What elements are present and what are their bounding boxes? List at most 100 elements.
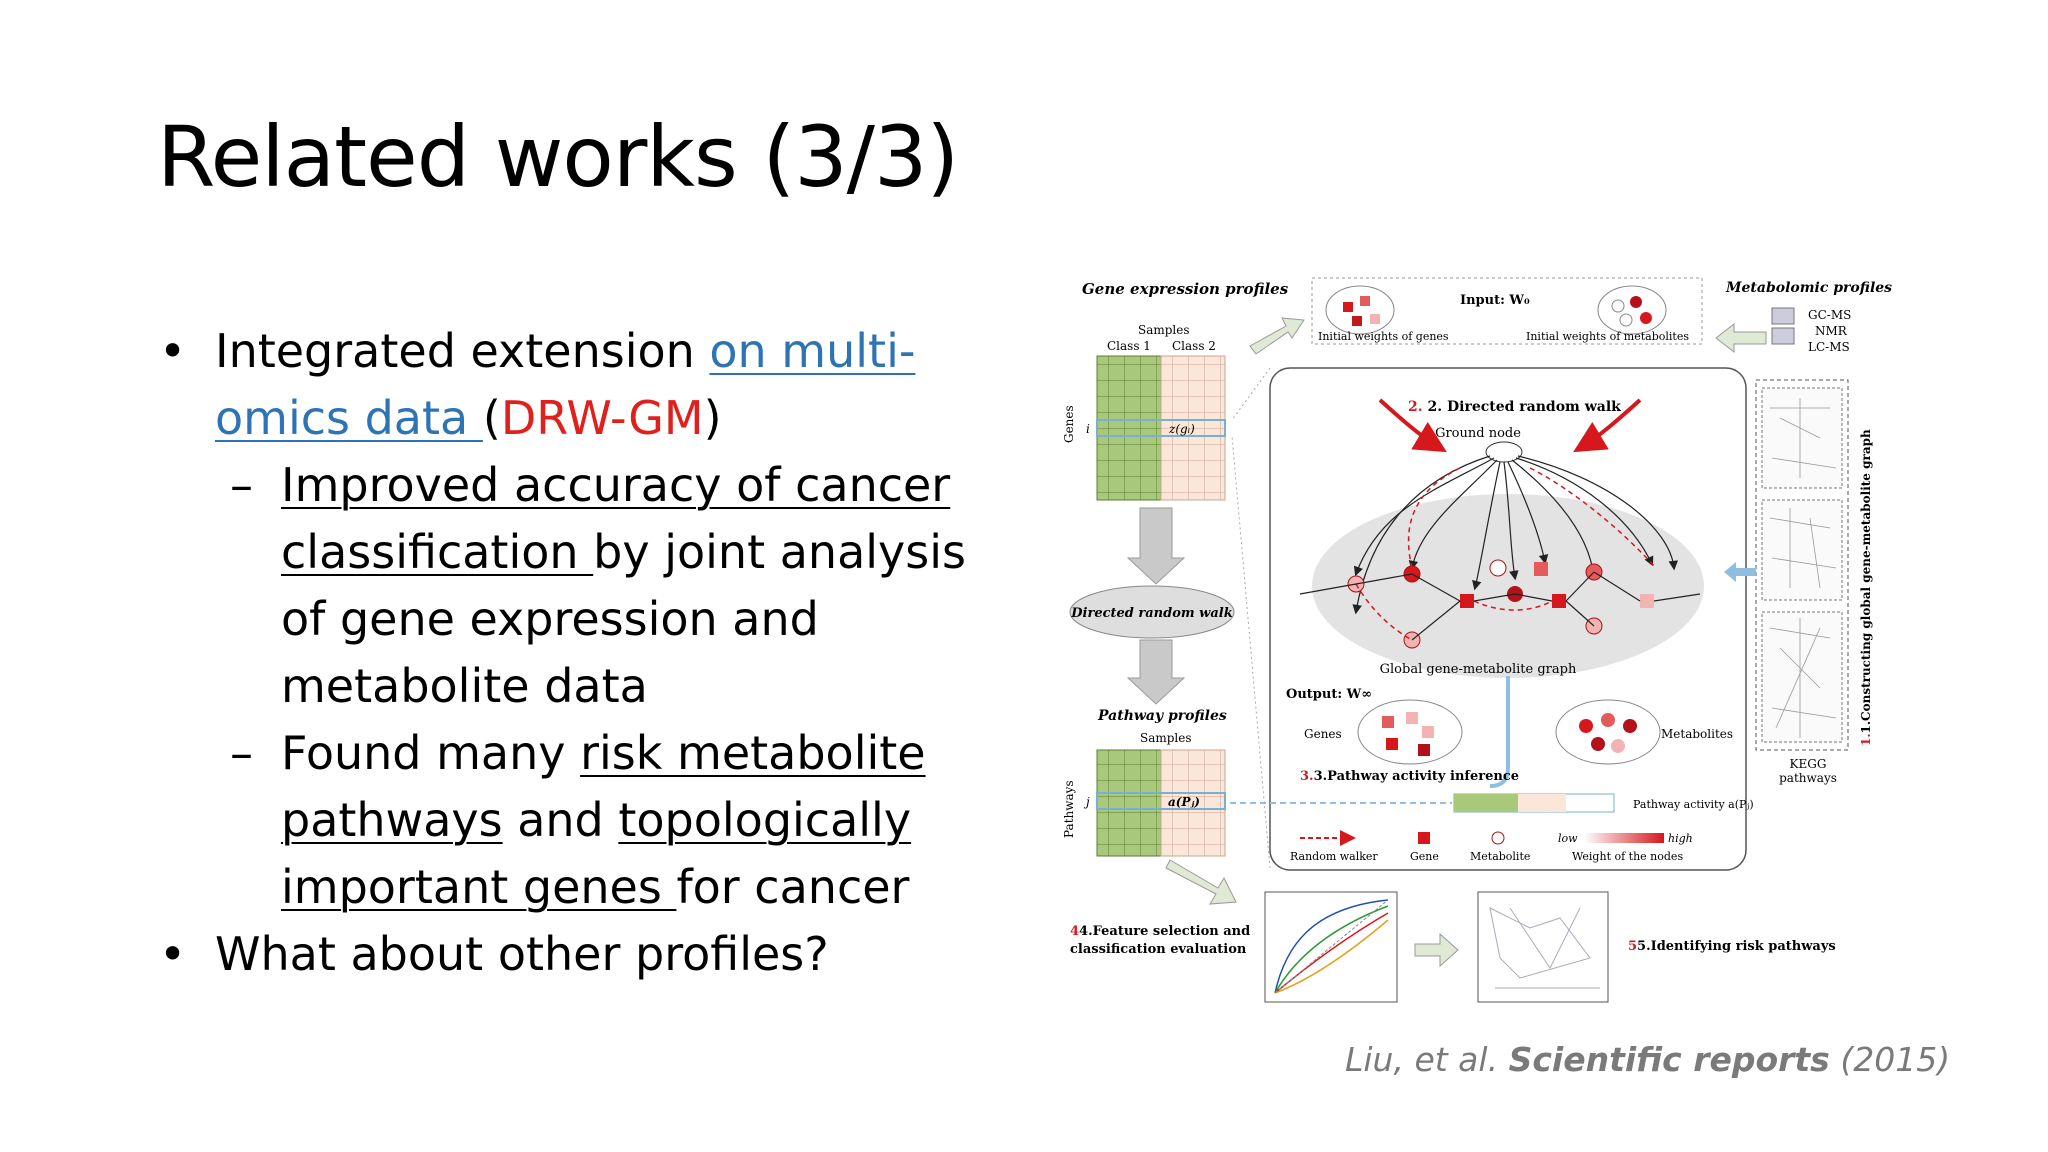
- kegg-pathway-3: [1761, 611, 1843, 743]
- pathway-class2-matrix: [1160, 749, 1226, 857]
- step4-line2: classification evaluation: [1070, 942, 1247, 957]
- step4-line1: 44.Feature selection and: [1070, 924, 1250, 939]
- multi-omics-link[interactable]: on multi-: [709, 324, 916, 378]
- red-arrow-genes: [1378, 398, 1447, 453]
- step1-label: 1.1.Constructing global gene-metabolite …: [1859, 429, 1873, 746]
- arrow-genes-to-input: [1249, 317, 1305, 355]
- output-metabolites-ellipse: [1555, 699, 1661, 765]
- drw-gm-workflow-figure: Gene expression profiles Samples Class 1…: [1062, 277, 1892, 1003]
- down-arrow-2: [1126, 639, 1186, 705]
- gene-node: [1422, 726, 1434, 738]
- bullet-dot: •: [159, 927, 187, 981]
- metabolite-node: [1619, 313, 1633, 327]
- sub2-ul-4: important genes: [281, 860, 677, 914]
- gene-node: [1360, 296, 1370, 306]
- metabolite-node: [1611, 299, 1625, 313]
- arrow-kegg-to-graph: [1724, 562, 1756, 582]
- graph-nodes: [1347, 559, 1654, 649]
- method-name: DRW-GM: [500, 391, 704, 445]
- sub2-mid: and: [502, 793, 619, 847]
- metabolite-node: [1579, 719, 1593, 733]
- sub2-ul-3: topologically: [618, 793, 912, 847]
- legend-gene: Gene: [1410, 850, 1439, 863]
- initial-genes-ellipse: [1325, 285, 1395, 335]
- sub2-prefix: Found many: [281, 726, 581, 780]
- graph-ellipse: [1312, 494, 1704, 678]
- zoom-line: [1231, 435, 1271, 869]
- gene-node: [1386, 738, 1398, 750]
- step3-label: 3.3.Pathway activity inference: [1300, 769, 1519, 784]
- pathway-activity-class2: [1518, 794, 1566, 812]
- i-label: i: [1086, 422, 1090, 436]
- metabolite-node: [1623, 719, 1637, 733]
- roc-curve-1: [1274, 899, 1389, 994]
- random-walker-paths: [1355, 467, 1657, 641]
- metabolite-node: [1601, 713, 1615, 727]
- bullet-list: • Integrated extension on multi- omics d…: [157, 318, 977, 988]
- gene-expression-title: Gene expression profiles: [1082, 280, 1289, 298]
- nmr-label: NMR: [1815, 324, 1848, 338]
- samples-label: Samples: [1138, 323, 1190, 337]
- sub2-ul-1: risk metabolite: [580, 726, 926, 780]
- metabolite-node: [1611, 739, 1625, 753]
- instrument-icon: [1771, 307, 1795, 325]
- gene-row-highlight: [1096, 419, 1226, 437]
- arrow-to-step5: [1414, 932, 1459, 968]
- bullet-1-prefix: Integrated extension: [215, 324, 710, 378]
- ground-node-label: Ground node: [1435, 426, 1521, 441]
- multi-omics-link-cont[interactable]: omics data: [215, 391, 483, 445]
- pathway-class1-matrix: [1096, 749, 1162, 857]
- pathways-axis: Pathways: [1062, 780, 1076, 838]
- legend-metabolite-circle: [1491, 831, 1505, 845]
- genes-axis: Genes: [1062, 405, 1076, 443]
- initial-weights-genes: Initial weights of genes: [1318, 330, 1449, 343]
- bullet-item-1: • Integrated extension on multi- omics d…: [157, 318, 977, 452]
- sub-bullet-dash: –: [230, 726, 253, 780]
- input-label: Input: W₀: [1460, 293, 1530, 308]
- citation-authors: Liu, et al.: [1345, 1040, 1509, 1079]
- paren-open: (: [482, 391, 501, 445]
- samples2-label: Samples: [1140, 731, 1192, 745]
- kegg-pathway-1: [1761, 387, 1843, 489]
- red-arrow-metabolites: [1573, 398, 1642, 453]
- sub-bullet-1: – Improved accuracy of cancer classifica…: [157, 452, 977, 720]
- pathway-activity-class1: [1454, 794, 1518, 812]
- kegg-pathway-2: [1761, 499, 1843, 601]
- gene-node: [1343, 302, 1353, 312]
- drw-ellipse: [1069, 585, 1235, 639]
- metabolite-node: [1630, 296, 1642, 308]
- kegg-label: KEGG: [1790, 757, 1827, 771]
- global-graph-label: Global gene-metabolite graph: [1380, 662, 1577, 677]
- sub1-underlined-2: classification: [281, 525, 594, 579]
- pathway-row-highlight: [1096, 792, 1226, 810]
- graph-edges: [1299, 571, 1701, 641]
- roc-curve-2: [1274, 905, 1389, 994]
- sub-bullet-dash: –: [230, 458, 253, 512]
- roc-curve-3: [1274, 912, 1389, 994]
- directed-random-walk-label: Directed random walk: [1070, 606, 1232, 621]
- paren-close: ): [703, 391, 722, 445]
- output-genes-ellipse: [1357, 699, 1463, 765]
- risk-pathway-map: [1477, 891, 1609, 1003]
- class1-matrix: [1096, 355, 1162, 501]
- zoom-line: [1231, 367, 1271, 421]
- bullet-2-text: What about other profiles?: [215, 927, 829, 981]
- arrow-to-step4: [1165, 859, 1237, 905]
- citation-year: (2015): [1829, 1040, 1951, 1079]
- legend-low: low: [1558, 832, 1578, 845]
- ap-label: a(Pⱼ): [1168, 795, 1200, 809]
- bullet-dot: •: [159, 324, 187, 378]
- metabolomic-title: Metabolomic profiles: [1725, 280, 1892, 296]
- metabolite-node: [1591, 737, 1605, 751]
- output-label: Output: W∞: [1286, 687, 1372, 702]
- metabolites-label: Metabolites: [1661, 727, 1733, 741]
- initial-metabolites-ellipse: [1597, 285, 1667, 335]
- bullet-item-2: • What about other profiles?: [157, 921, 977, 988]
- roc-diagonal: [1274, 899, 1389, 994]
- weight-gradient: [1584, 833, 1664, 843]
- legend-high: high: [1668, 832, 1693, 845]
- genes-label: Genes: [1304, 727, 1342, 741]
- class2-matrix: [1160, 355, 1226, 501]
- gene-node: [1406, 712, 1418, 724]
- kegg-map-lines: [1769, 398, 1837, 738]
